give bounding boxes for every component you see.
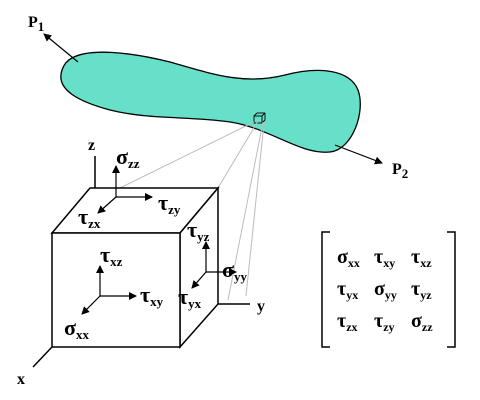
matrix-right-bracket: [447, 231, 456, 348]
matrix-left-bracket: [321, 231, 330, 348]
matrix-cell: τzx: [337, 310, 358, 334]
front-face-arrows: [81, 265, 137, 315]
label-sigma-yy: σyy: [222, 257, 247, 284]
matrix-cell: τyz: [411, 278, 432, 302]
coordinate-axes: [32, 156, 250, 368]
top-face-arrows: [97, 165, 153, 214]
label-sigma-zz: σzz: [116, 144, 140, 171]
label-tau-xz: τxz: [100, 242, 123, 269]
loaded-body: [60, 51, 361, 153]
matrix-cell: τzy: [374, 310, 395, 334]
matrix-cell: σxx: [337, 246, 360, 270]
matrix-cell: τyx: [337, 278, 358, 302]
label-tau-yx: τyx: [178, 284, 202, 311]
axis-label-z: z: [88, 137, 95, 154]
load-arrow-p2: [334, 144, 383, 165]
matrix-cell: σyy: [374, 278, 397, 302]
load-arrow-p1: [43, 33, 79, 63]
stress-cube: [50, 185, 220, 349]
label-tau-zx: τzx: [78, 204, 101, 231]
matrix-cell: σzz: [411, 310, 433, 334]
label-tau-zy: τzy: [158, 190, 181, 217]
axis-label-y: y: [257, 298, 265, 315]
label-tau-xy: τxy: [140, 282, 164, 309]
label-sigma-xx: σxx: [64, 315, 89, 342]
axis-label-x: x: [17, 371, 25, 388]
matrix-cell: τxy: [374, 246, 395, 270]
load-label-p1: P1: [28, 14, 44, 34]
load-label-p2: P2: [392, 161, 408, 181]
label-tau-yz: τyz: [187, 217, 210, 244]
right-face-arrows: [191, 241, 237, 289]
matrix-cell: τxz: [411, 246, 432, 270]
stress-matrix: σxx τxy τxz τyx σyy τyz τzx τzy σzz: [321, 231, 456, 348]
